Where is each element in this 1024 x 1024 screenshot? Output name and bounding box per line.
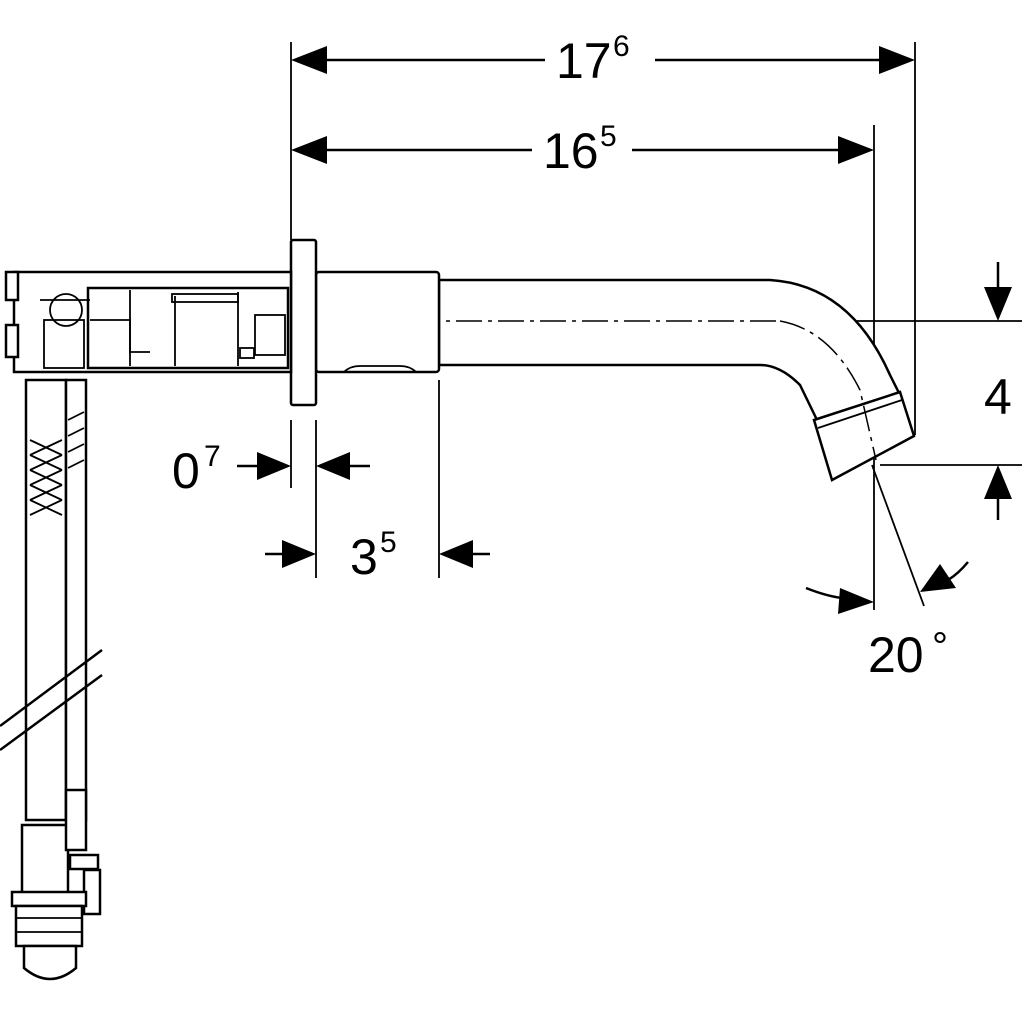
wall-sleeve — [314, 270, 441, 374]
dimension-sleeve-length: 3 5 — [265, 380, 490, 585]
rosette-thickness-value: 0 — [172, 443, 200, 499]
dimension-outlet-angle: 20 ° — [805, 464, 969, 683]
dimension-drop-height: 4 — [780, 262, 1022, 520]
sleeve-length-sup: 5 — [380, 526, 397, 559]
outlet-angle-value: 20 — [868, 627, 924, 683]
rosette-thickness-sup: 7 — [204, 440, 221, 473]
spout-length-sup: 5 — [600, 120, 617, 153]
outlet-angle-unit: ° — [932, 625, 948, 669]
sleeve-length-value: 3 — [350, 529, 378, 585]
spout-length-value: 16 — [543, 123, 599, 179]
drop-height-value: 4 — [984, 369, 1012, 425]
concealed-box — [4, 270, 293, 374]
overall-length-sup: 6 — [613, 30, 630, 63]
dimension-rosette-thickness: 0 7 — [172, 420, 370, 578]
dimension-overall-length: 17 6 — [290, 30, 916, 435]
supply-hoses — [0, 378, 103, 981]
overall-length-value: 17 — [556, 33, 612, 89]
wall-rosette — [289, 238, 318, 407]
